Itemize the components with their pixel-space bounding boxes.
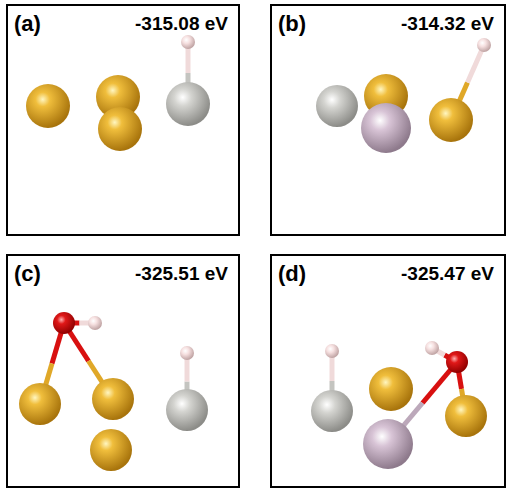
atom-sphere [325, 344, 339, 358]
energy-value: -325.47 eV [401, 264, 494, 285]
energy-value: -325.51 eV [135, 264, 228, 285]
panel-box: (d) -325.47 eV [270, 254, 506, 488]
atom-sphere [425, 341, 439, 355]
panel-label: (c) [14, 262, 41, 286]
atom-sphere [363, 419, 413, 469]
atom-sphere [88, 316, 102, 330]
atom-sphere [361, 103, 411, 153]
panel-label: (d) [278, 262, 306, 286]
panel-label: (b) [278, 12, 306, 36]
atom-sphere [19, 383, 61, 425]
atom-sphere [429, 98, 473, 142]
atom-sphere [166, 82, 210, 126]
atom-sphere [92, 378, 134, 420]
panel-label: (a) [14, 12, 41, 36]
atom-sphere [166, 389, 208, 431]
atom-sphere [26, 84, 70, 128]
atom-sphere [53, 312, 75, 334]
atom-sphere [445, 395, 487, 437]
energy-value: -315.08 eV [135, 14, 228, 35]
energy-value: -314.32 eV [401, 14, 494, 35]
atom-sphere [477, 38, 491, 52]
atom-sphere [181, 35, 195, 49]
atom-sphere [446, 351, 468, 373]
atom-sphere [369, 367, 413, 411]
panel-box: (c) -325.51 eV [6, 254, 240, 488]
atom-sphere [311, 390, 353, 432]
panel-box: (b) -314.32 eV [270, 4, 506, 236]
atom-sphere [180, 346, 194, 360]
atom-sphere [316, 85, 358, 127]
atom-sphere [90, 429, 132, 471]
atom-sphere [98, 107, 142, 151]
panel-box: (a) -315.08 eV [6, 4, 240, 236]
